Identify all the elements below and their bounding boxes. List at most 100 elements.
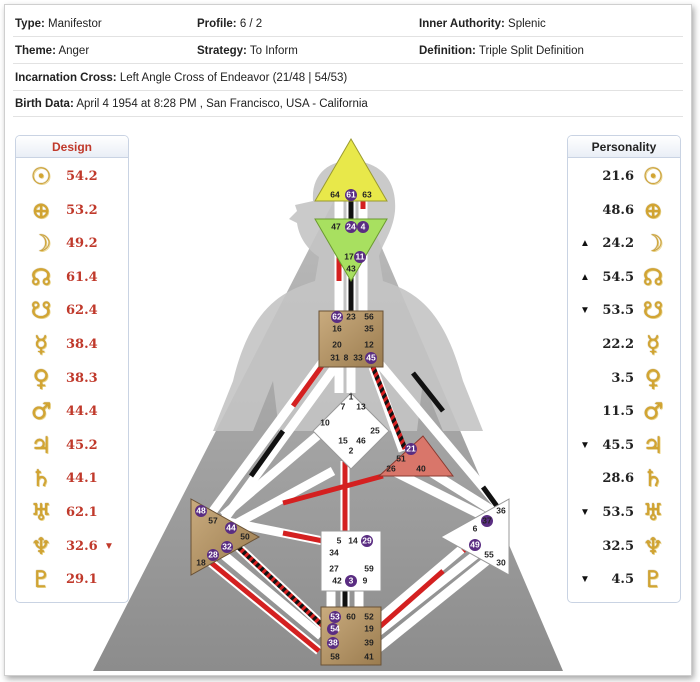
design-row: ♇29.1: [16, 565, 128, 595]
arrow-icon: ▼: [580, 507, 590, 518]
gate-17-label: 17: [344, 251, 354, 261]
personality-row: ⊕48.6: [568, 196, 680, 226]
design-value: 61.4: [66, 269, 98, 285]
gate-44-label: 44: [226, 522, 236, 532]
gate-20-label: 20: [332, 339, 342, 349]
arrow-icon: ▼: [580, 439, 590, 451]
design-row: ♀ 38.3: [16, 364, 128, 394]
design-value: 32.6: [66, 538, 98, 554]
gate-18-label: 18: [196, 557, 206, 567]
personality-row: ♃45.5▼: [568, 431, 680, 461]
jupiter-icon: ♃: [642, 432, 664, 459]
uranus-icon: ♅: [642, 500, 664, 526]
gate-8-label: 8: [344, 352, 349, 362]
south-node-icon: ☋: [30, 298, 52, 325]
jupiter-icon: ♃: [30, 432, 52, 459]
design-row: ☽ 49.2: [16, 229, 128, 259]
design-row: ☿ 38.4: [16, 330, 128, 360]
gate-50-label: 50: [240, 531, 250, 541]
design-row: ☋62.4: [16, 296, 128, 326]
gate-5-label: 5: [337, 535, 342, 545]
gate-49-label: 49: [470, 539, 480, 549]
gate-53-label: 53: [330, 611, 340, 621]
personality-value: 21.6: [602, 169, 634, 184]
gate-9-label: 9: [363, 575, 368, 585]
venus-icon: ♀: [644, 365, 662, 392]
personality-value: 32.5: [602, 538, 634, 554]
design-value: 45.2: [66, 437, 98, 453]
design-value: 38.3: [66, 370, 98, 386]
personality-value: 11.5: [602, 404, 634, 420]
arrow-icon: ▼: [580, 305, 590, 317]
design-value: 44.1: [66, 471, 98, 487]
design-value: 49.2: [66, 236, 98, 252]
gate-62-label: 62: [332, 311, 342, 321]
earth-icon: ⊕: [31, 197, 51, 224]
authority-field: Inner Authority: Splenic: [419, 18, 546, 30]
design-value: 53.2: [66, 202, 98, 218]
personality-row: ♂ 11.5: [568, 397, 680, 427]
bodygraph-diagram: 6461634724417114362235616352012318334517…: [93, 138, 563, 671]
gate-22-label: 22: [454, 529, 464, 539]
venus-icon: ♀: [32, 365, 50, 392]
ajna-center: [314, 218, 388, 282]
earth-icon: ⊕: [643, 197, 663, 224]
g-center: [312, 392, 390, 470]
mercury-icon: ☿: [33, 332, 49, 358]
gate-31-label: 31: [330, 352, 340, 362]
gate-32-label: 32: [222, 541, 232, 551]
gate-56-label: 56: [364, 311, 374, 321]
arrow-icon: ▼: [104, 540, 114, 552]
personality-row: ☉ 21.6: [568, 162, 680, 192]
design-value: 29.1: [66, 572, 98, 588]
north-node-icon: ☊: [30, 264, 52, 291]
gate-59-label: 59: [364, 563, 374, 573]
gate-7-label: 7: [341, 401, 346, 411]
design-row: ♆32.6▼: [16, 532, 128, 562]
gate-40-label: 40: [416, 463, 426, 473]
personality-row: ☿22.2: [568, 330, 680, 360]
gate-28-label: 28: [208, 549, 218, 559]
personality-panel-title: Personality: [568, 136, 680, 158]
gate-6-label: 6: [473, 523, 478, 533]
gate-54-label: 54: [330, 623, 340, 633]
personality-value: 24.2: [602, 236, 634, 252]
birth-field: Birth Data: April 4 1954 at 8:28 PM , Sa…: [15, 98, 368, 110]
moon-icon: ☽: [30, 231, 52, 258]
personality-row: ♇4.5▼: [568, 565, 680, 595]
personality-row: ♆32.5: [568, 532, 680, 562]
gate-14-label: 14: [348, 535, 358, 545]
definition-field: Definition: Triple Split Definition: [419, 45, 584, 57]
gate-34-label: 34: [329, 547, 339, 557]
gate-1-label: 1: [349, 391, 354, 401]
personality-row: ☊54.5▲: [568, 263, 680, 293]
gate-57-line: [248, 429, 286, 478]
saturn-icon: ♄: [30, 466, 52, 493]
gate-36-line: [480, 485, 502, 511]
gate-19-label: 19: [364, 623, 374, 633]
design-value: 38.4: [66, 337, 98, 352]
arrow-icon: ▼: [580, 574, 590, 586]
personality-value: 3.5: [611, 370, 634, 386]
gate-29-label: 29: [362, 535, 372, 545]
gate-35-label: 35: [364, 323, 374, 333]
profile-field: Profile: 6 / 2: [197, 18, 263, 30]
south-node-icon: ☋: [642, 298, 664, 325]
theme-field: Theme: Anger: [15, 45, 90, 57]
personality-value: 4.5: [611, 572, 634, 588]
gate-26-line: [282, 473, 384, 506]
gate-46-label: 46: [356, 435, 366, 445]
gate-55-label: 55: [484, 549, 494, 559]
chart-frame: Type: Manifestor Profile: 6 / 2 Inner Au…: [4, 4, 692, 676]
personality-value: 28.6: [602, 471, 634, 487]
arrow-icon: ▲: [580, 271, 590, 283]
mars-icon: ♂: [642, 399, 664, 426]
gate-33-label: 33: [353, 352, 363, 362]
sun-icon: ☉: [642, 164, 664, 190]
north-node-icon: ☊: [642, 264, 664, 291]
personality-row: ♅53.5▼: [568, 498, 680, 528]
personality-value: 53.5: [602, 303, 634, 319]
type-field: Type: Manifestor: [15, 18, 102, 30]
personality-value: 22.2: [602, 337, 634, 352]
gate-42-label: 42: [332, 575, 342, 585]
